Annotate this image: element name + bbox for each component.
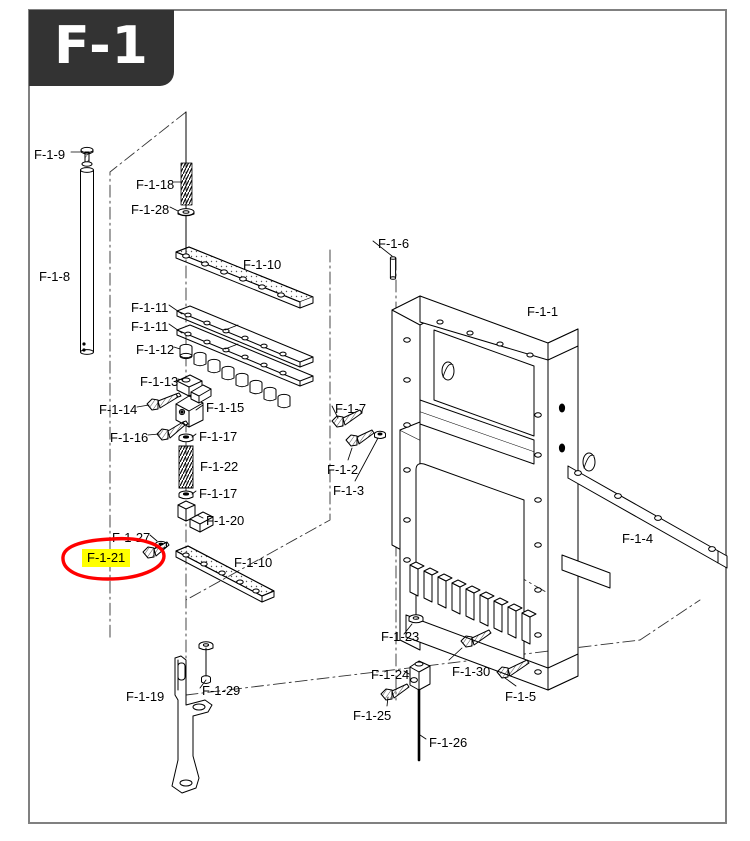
part-label-f-1-30: F-1-30 xyxy=(452,664,491,679)
part-label-f-1-1: F-1-1 xyxy=(527,304,559,319)
part-label-f-1-7: F-1-7 xyxy=(335,401,367,416)
part-label-f-1-11b: F-1-11 xyxy=(131,319,169,334)
part-label-f-1-2: F-1-2 xyxy=(327,462,359,477)
part-label-f-1-3: F-1-3 xyxy=(333,483,365,498)
part-label-f-1-29: F-1-29 xyxy=(202,683,241,698)
part-label-f-1-28: F-1-28 xyxy=(131,202,170,217)
part-label-f-1-10-bottom: F-1-10 xyxy=(234,555,273,570)
part-label-f-1-25: F-1-25 xyxy=(353,708,392,723)
part-label-f-1-13: F-1-13 xyxy=(140,374,179,389)
part-label-f-1-10-top: F-1-10 xyxy=(243,257,282,272)
part-label-f-1-12: F-1-12 xyxy=(136,342,175,357)
part-label-f-1-4: F-1-4 xyxy=(622,531,654,546)
part-label-f-1-8: F-1-8 xyxy=(39,269,71,284)
part-label-f-1-18: F-1-18 xyxy=(136,177,175,192)
part-label-f-1-11a: F-1-11 xyxy=(131,300,169,315)
part-label-f-1-26: F-1-26 xyxy=(429,735,468,750)
part-label-f-1-23: F-1-23 xyxy=(381,629,420,644)
part-label-f-1-24: F-1-24 xyxy=(371,667,410,682)
part-label-f-1-21: F-1-21 xyxy=(82,549,131,567)
part-label-f-1-27: F-1-27 xyxy=(112,530,151,545)
part-label-f-1-16: F-1-16 xyxy=(110,430,149,445)
part-label-f-1-9: F-1-9 xyxy=(34,147,66,162)
part-label-f-1-17b: F-1-17 xyxy=(199,486,238,501)
section-tag: F-1 xyxy=(29,10,174,86)
part-label-f-1-6: F-1-6 xyxy=(378,236,410,251)
part-label-f-1-14: F-1-14 xyxy=(99,402,138,417)
section-tag-label: F-1 xyxy=(54,16,149,76)
part-label-f-1-22: F-1-22 xyxy=(200,459,239,474)
part-label-f-1-5: F-1-5 xyxy=(505,689,537,704)
part-label-f-1-15: F-1-15 xyxy=(206,400,245,415)
part-label-f-1-19: F-1-19 xyxy=(126,689,165,704)
part-label-f-1-20: F-1-20 xyxy=(206,513,245,528)
part-label-f-1-17a: F-1-17 xyxy=(199,429,238,444)
